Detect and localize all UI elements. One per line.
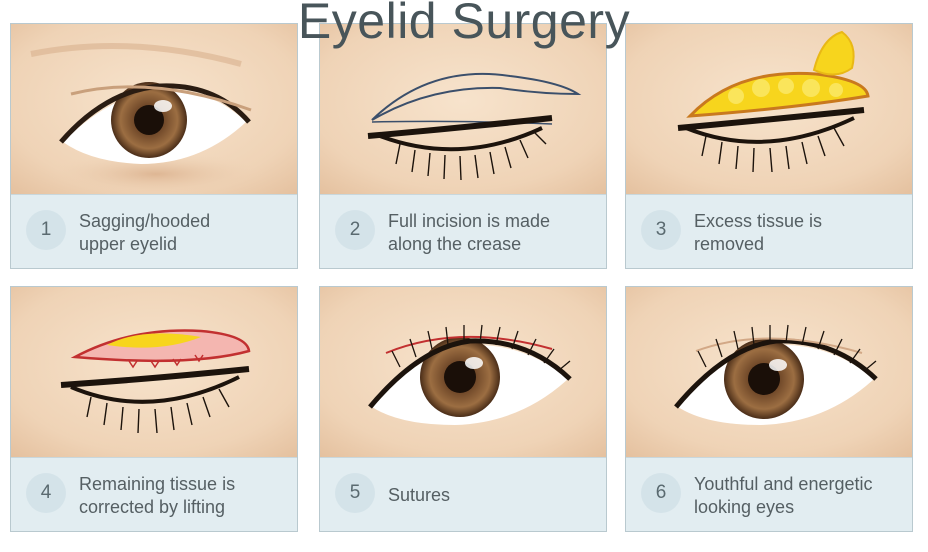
sutures-illustration (320, 287, 606, 457)
step-card-1: 1 Sagging/hooded upper eyelid (10, 23, 298, 269)
step-label-line: Youthful and energetic (694, 473, 873, 494)
step-caption-1: 1 Sagging/hooded upper eyelid (11, 194, 297, 268)
step-label-line: corrected by lifting (79, 496, 226, 517)
step-card-3: 3 Excess tissue is removed (625, 23, 913, 269)
lifting-correction-illustration (11, 287, 297, 457)
step-caption-3: 3 Excess tissue is removed (626, 194, 912, 268)
step-label-line: Sutures (388, 485, 451, 505)
step-card-4: 4 Remaining tissue is corrected by lifti… (10, 286, 298, 532)
incision-illustration (320, 24, 606, 194)
step-number-badge: 1 (26, 210, 66, 250)
step-label-line: looking eyes (694, 496, 795, 517)
step-number-badge: 2 (335, 210, 375, 250)
step-number-badge: 6 (641, 473, 681, 513)
step-caption-4: 4 Remaining tissue is corrected by lifti… (11, 457, 297, 531)
page-title: Eyelid Surgery (297, 0, 631, 49)
step-label-line: Full incision is made (388, 210, 551, 231)
step-caption-5: 5 Sutures (320, 457, 606, 531)
tissue-removal-illustration (626, 24, 912, 194)
step-caption-2: 2 Full incision is made along the crease (320, 194, 606, 268)
step-label-line: upper eyelid (79, 233, 178, 254)
step-card-2: 2 Full incision is made along the crease (319, 23, 607, 269)
step-number-badge: 5 (335, 473, 375, 513)
step-number-badge: 3 (641, 210, 681, 250)
step-number-badge: 4 (26, 473, 66, 513)
step-label-line: Excess tissue is (694, 210, 823, 231)
step-label-line: along the crease (388, 233, 522, 254)
step-label-line: Remaining tissue is (79, 473, 236, 494)
sagging-eyelid-illustration (11, 24, 297, 194)
step-caption-6: 6 Youthful and energetic looking eyes (626, 457, 912, 531)
step-card-6: 6 Youthful and energetic looking eyes (625, 286, 913, 532)
step-label-line: Sagging/hooded (79, 210, 211, 231)
step-label-line: removed (694, 233, 765, 254)
youthful-eyes-illustration (626, 287, 912, 457)
step-card-5: 5 Sutures (319, 286, 607, 532)
